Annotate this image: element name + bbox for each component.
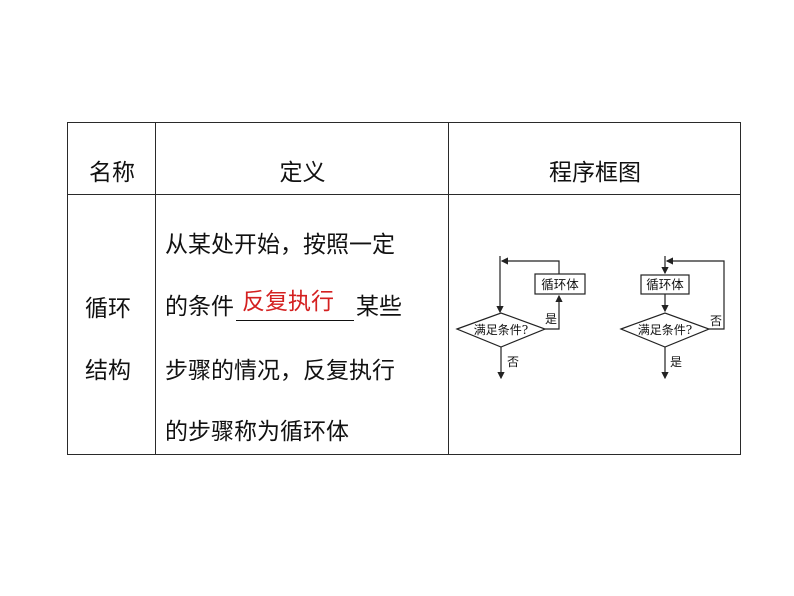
definition-line-2-prefix: 的条件 [165,294,234,320]
condition-label: 满足条件? [638,323,692,337]
no-label: 否 [507,355,519,369]
header-definition: 定义 [279,160,326,186]
definition-line-3: 步骤的情况，反复执行 [165,358,395,384]
blank-answer: 反复执行 [242,289,334,315]
loop-body-label: 循环体 [541,277,579,292]
flowchart-until-loop: 循环体 满足条件? 否 是 [619,256,725,380]
yes-label: 是 [545,312,557,326]
loop-body-label: 循环体 [646,277,684,292]
loop-structure-table: 名称 定义 程序框图 循环 结构 从某处开始，按照一定 的条件反复执行某些 步骤… [67,122,741,455]
no-label: 否 [710,314,722,328]
header-name: 名称 [89,160,135,186]
header-flowchart: 程序框图 [549,160,641,186]
column-divider-1 [155,123,156,454]
column-divider-2 [448,123,449,454]
flowchart-while-loop: 循环体 满足条件? 是 否 [455,256,586,380]
condition-diamond [619,312,711,348]
loop-body-box [534,273,586,295]
name-line-2: 结构 [85,358,131,384]
yes-label: 是 [670,355,682,369]
condition-label: 满足条件? [474,323,528,337]
header-row-divider [68,194,740,195]
definition-line-4: 的步骤称为循环体 [165,419,349,445]
fill-in-blank: 反复执行 [236,289,354,321]
definition-line-1: 从某处开始，按照一定 [165,232,395,258]
definition-line-2: 的条件反复执行某些 [165,289,402,321]
name-line-1: 循环 [85,296,131,322]
definition-line-2-suffix: 某些 [356,294,402,320]
